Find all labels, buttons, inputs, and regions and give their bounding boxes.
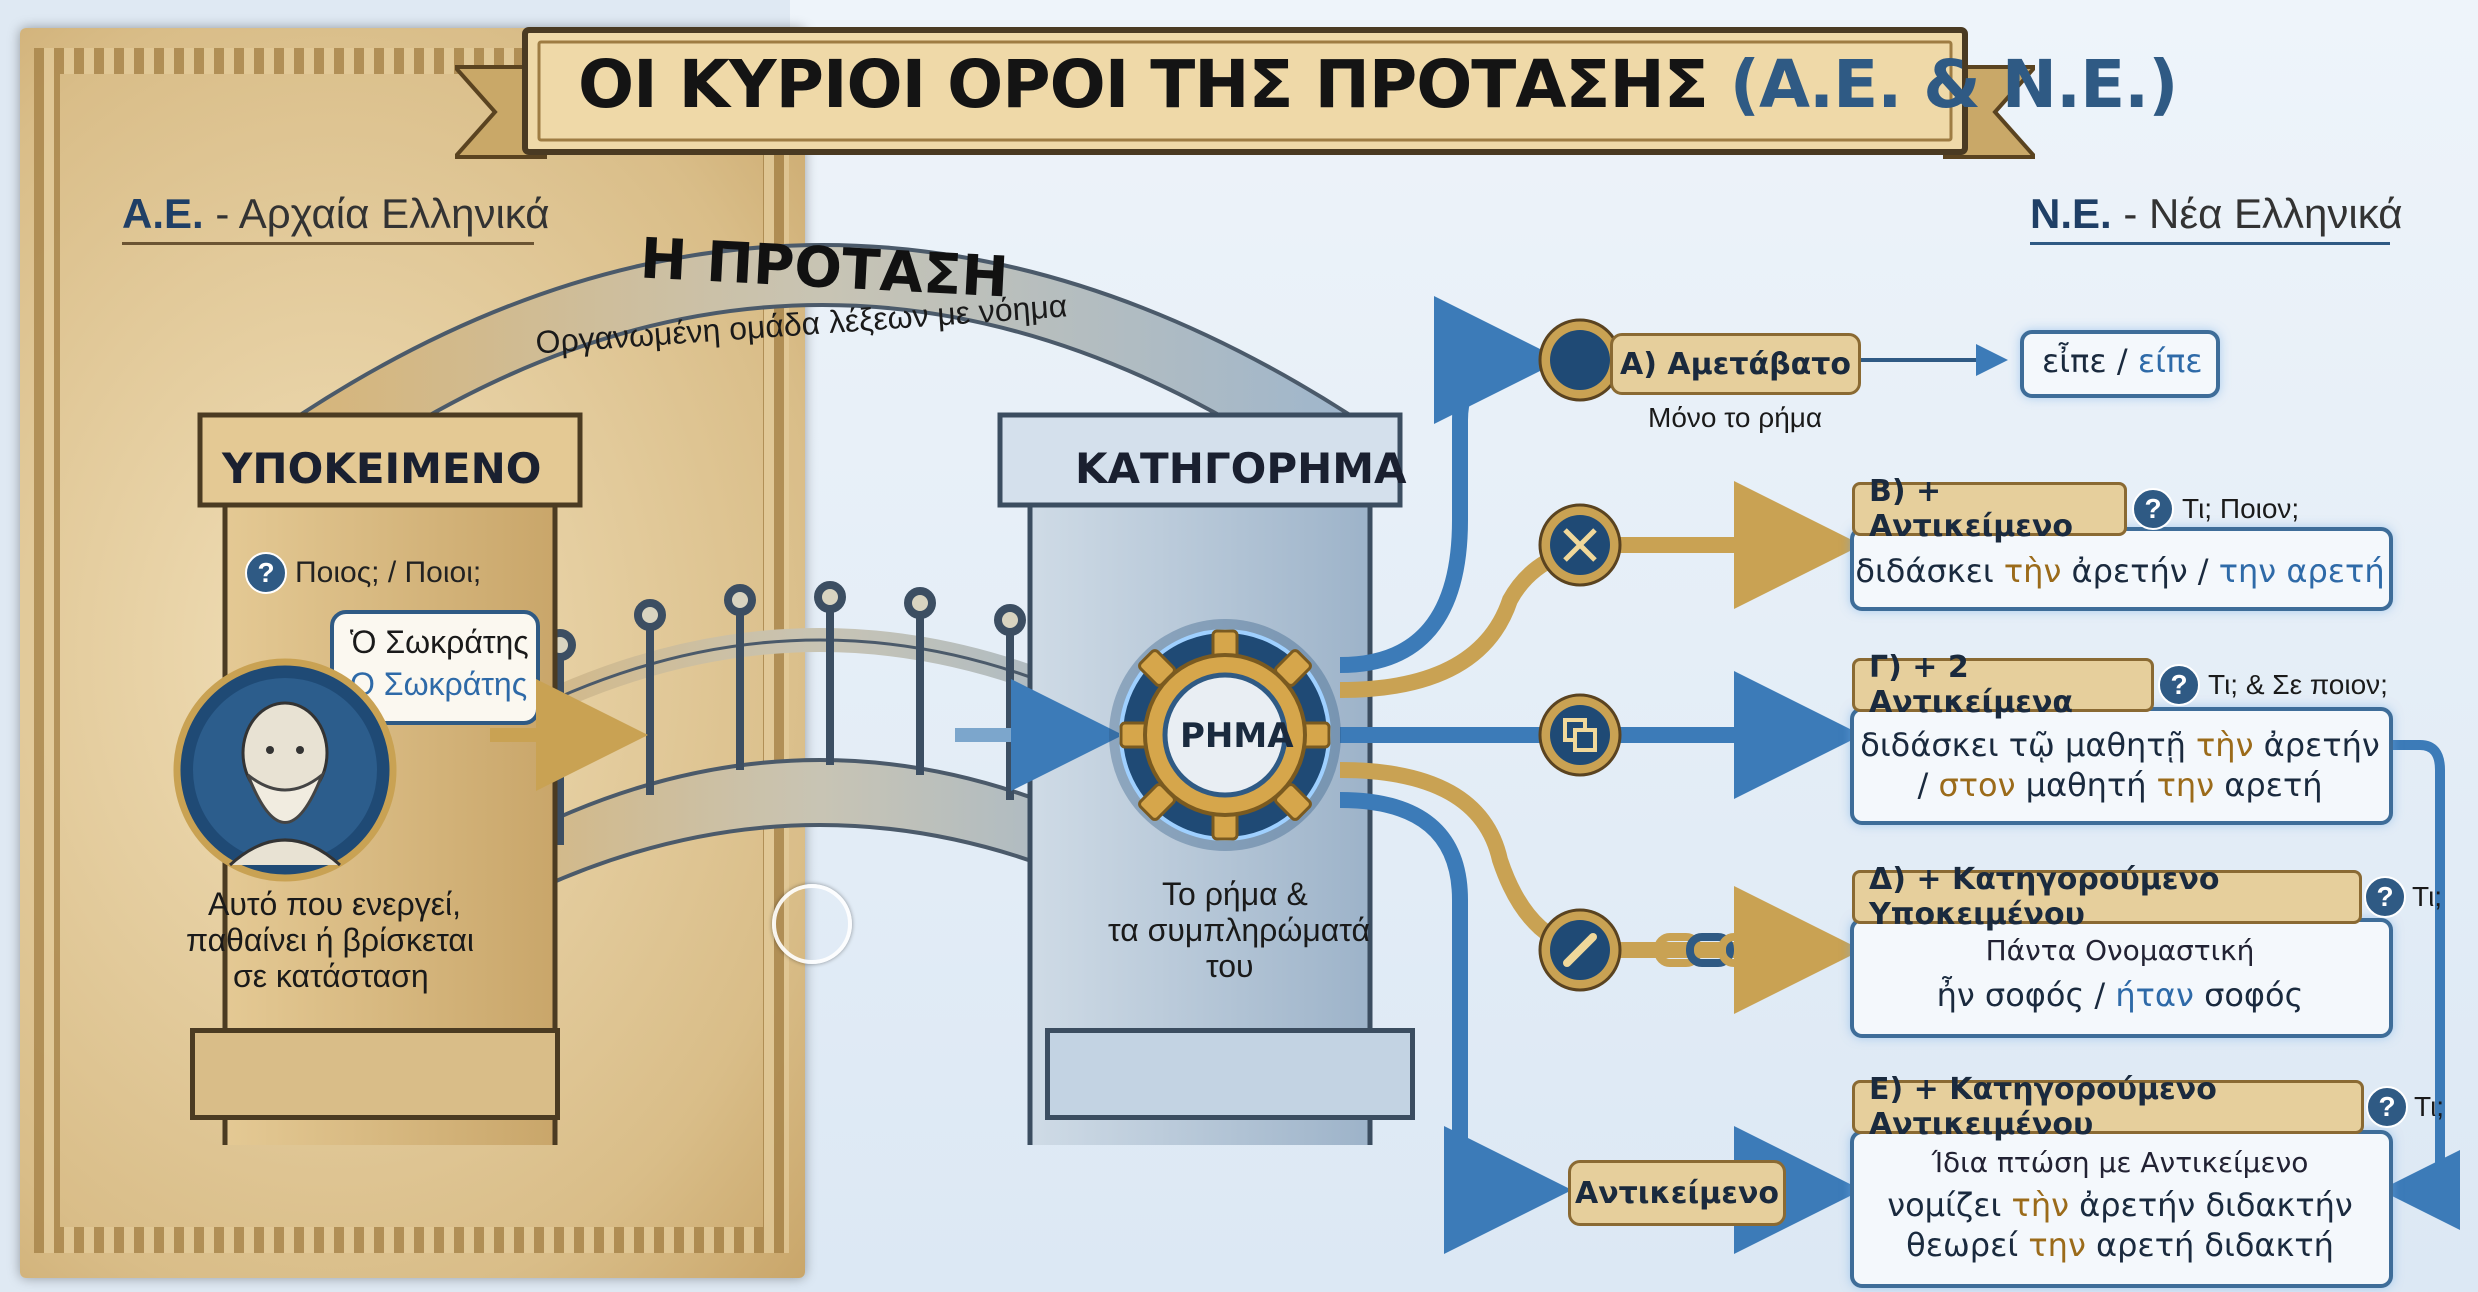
branch-a-sub: Μόνο το ρήμα [1648,402,1823,433]
ancient-greek-label: Α.Ε. - Αρχαία Ελληνικά [122,190,550,238]
branch-a-label: Α) Αμετάβατο [1620,346,1851,382]
branch-e-header: Ε) + Κατηγορούμενο Αντικειμένου [1852,1072,2364,1142]
question-icon: ? [2158,664,2200,706]
branch-a-example-box [2020,330,2220,398]
branch-e-ex1-p3: ἀρετήν διδακτήν [2068,1186,2353,1224]
branch-b-example: διδάσκει τὴν ἀρετήν / την αρετή [1850,552,2390,590]
branch-b-q-text: Τι; Ποιον; [2182,493,2300,524]
gear-icon [1109,619,1341,851]
branch-c-example-2: / στον μαθητή την αρετή [1850,766,2390,804]
page-title: ΟΙ ΚΥΡΙΟΙ ΟΡΟΙ ΤΗΣ ΠΡΟΤΑΣΗΣ (Α.Ε. & Ν.Ε.… [578,46,2179,123]
title-ribbon [455,27,2035,159]
branch-d-note: Πάντα Ονομαστική [1985,934,2255,967]
subject-desc-1: Αυτό που ενεργεί, [208,886,461,922]
branch-e-example-1: νομίζει τὴν ἀρετήν διδακτήν [1850,1186,2390,1224]
branch-b-ex-p2: τὴν [2003,552,2062,590]
branch-e-question: ? Τι; [2366,1086,2444,1128]
subject-title: ΥΠΟΚΕΙΜΕΝΟ [222,444,542,493]
branch-a-example: εἶπε / είπε [2042,342,2203,380]
branch-b-ex-p4: την [2218,552,2277,590]
branch-b-question: ? Τι; Ποιον; [2132,488,2299,530]
branch-c-ex1-p2: τὴν [2196,726,2254,764]
bubble-modern: Ο Σωκράτης [350,666,528,702]
predicate-title: ΚΑΤΗΓΟΡΗΜΑ [1075,444,1407,493]
branch-a-pill: Α) Αμετάβατο [1610,333,1861,395]
ancient-greek-abbr: Α.Ε. [122,190,204,237]
bubble-ancient: Ὁ Σωκράτης [350,624,529,660]
branch-e-ex2-p3: αρετή διδακτή [2085,1226,2334,1264]
branch-c-ex1-p1: διδάσκει τῷ μαθητῇ [1860,726,2197,764]
branch-c-ex2-p3: μαθητή [2015,766,2157,804]
question-icon: ? [245,552,287,594]
branch-a-ex-ne: είπε [2137,342,2203,380]
branch-e-ex1-p1: νομίζει [1887,1186,2012,1224]
branch-b-ex-p1: διδάσκει [1855,552,2004,590]
branch-e-ex2-p2: την [2028,1226,2086,1264]
socrates-portrait [173,658,397,882]
branch-c-ex2-p5: αρετή [2214,766,2323,804]
question-icon: ? [2132,488,2174,530]
copy-icon [1538,693,1622,777]
branch-e-label: Ε) + Κατηγορούμενο Αντικειμένου [1869,1072,2217,1142]
branch-d-header: Δ) + Κατηγορούμενο Υποκειμένου [1852,862,2362,932]
branch-b-ex-p5: αρετή [2276,552,2385,590]
branch-b-header: Β) + Αντικείμενο [1852,474,2127,544]
branch-d-box [1850,918,2393,1038]
branch-c-question: ? Τι; & Σε ποιον; [2158,664,2388,706]
branch-c-q-text: Τι; & Σε ποιον; [2208,669,2388,700]
subject-pillar-base [190,1028,560,1120]
chain-link-icon [1538,908,1622,992]
branch-e-q-text: Τι; [2414,1091,2445,1122]
branch-d-ex-p1: ἦν σοφός / [1936,976,2116,1014]
branch-a-ex-sep: / [2106,342,2138,380]
subject-desc-3: σε κατάσταση [233,958,429,994]
predicate-desc-2: τα συμπληρώματά [1108,912,1370,948]
branch-d-example: ἦν σοφός / ήταν σοφός [1850,976,2390,1014]
page-title-main: ΟΙ ΚΥΡΙΟΙ ΟΡΟΙ ΤΗΣ ΠΡΟΤΑΣΗΣ [578,46,1709,123]
modern-greek-label: Ν.Ε. - Νέα Ελληνικά [2030,190,2403,238]
chain-icon [1654,933,1766,967]
branch-c-ex2-p4: την [2156,766,2215,804]
branch-d-question: ? Τι; [2364,876,2442,918]
subject-desc-2: παθαίνει ή βρίσκεται [186,922,475,958]
branch-c-ex2-p1: / [1917,766,1939,804]
branch-c-ex2-p2: στον [1938,766,2016,804]
branch-c-box [1850,707,2393,825]
branch-d-label: Δ) + Κατηγορούμενο Υποκειμένου [1869,862,2220,932]
question-icon: ? [2366,1086,2408,1128]
branch-b-label: Β) + Αντικείμενο [1869,474,2074,544]
branch-d-q-text: Τι; [2412,881,2443,912]
branch-e-example-2: θεωρεί την αρετή διδακτή [1850,1226,2390,1264]
question-icon: ? [2364,876,2406,918]
page-title-paren: (Α.Ε. & Ν.Ε.) [1729,46,2179,123]
object-node: Αντικείμενο [1568,1160,1786,1226]
branch-b-ex-p3: ἀρετήν / [2061,552,2219,590]
gear-label: ΡΗΜΑ [1180,716,1294,756]
branch-e-note: Ίδια πτώση με Αντικείμενο [1931,1146,2309,1179]
branch-c-header: Γ) + 2 Αντικείμενα [1852,650,2154,720]
predicate-desc-1: Το ρήμα & [1162,876,1308,912]
circle-node-icon [1538,318,1622,402]
branch-d-ex-p3: σοφός [2193,976,2304,1014]
object-node-label: Αντικείμενο [1574,1175,1779,1211]
modern-greek-underline [2030,242,2390,245]
branch-c-ex1-p3: ἀρετήν [2253,726,2380,764]
branch-e-ex2-p1: θεωρεί [1906,1226,2029,1264]
branch-c-example-1: διδάσκει τῷ μαθητῇ τὴν ἀρετήν [1850,726,2390,764]
branch-a-ex-ae: εἶπε [2042,342,2107,380]
cross-swords-icon [1538,503,1622,587]
branch-c-label: Γ) + 2 Αντικείμενα [1869,650,2074,720]
subject-question: ? Ποιος; / Ποιοι; [245,552,481,594]
ancient-greek-text: - Αρχαία Ελληνικά [203,190,550,237]
modern-greek-text: - Νέα Ελληνικά [2111,190,2403,237]
modern-greek-abbr: Ν.Ε. [2030,190,2112,237]
cursor-indicator [772,884,852,964]
branch-d-ex-p2: ήταν [2115,976,2194,1014]
subject-question-text: Ποιος; / Ποιοι; [295,556,482,589]
ancient-greek-underline [122,242,534,245]
predicate-pillar-base [1045,1028,1415,1120]
branch-e-ex1-p2: τὴν [2011,1186,2069,1224]
predicate-desc-3: του [1206,948,1254,984]
